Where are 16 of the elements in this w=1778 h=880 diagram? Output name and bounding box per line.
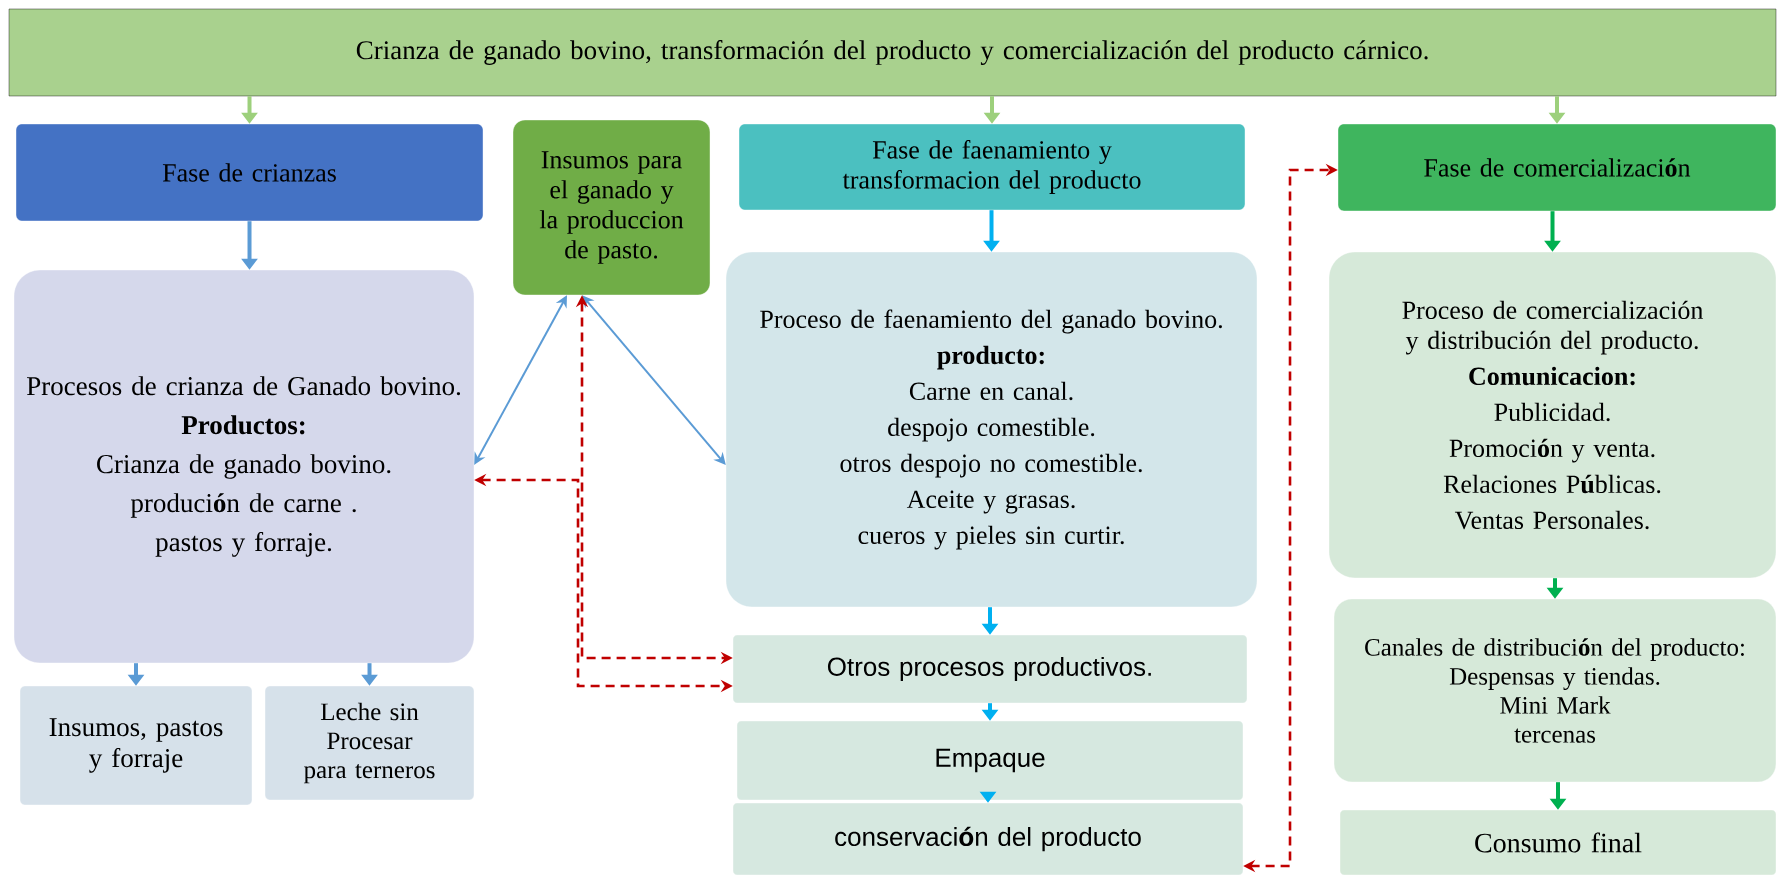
process-box: Consumo final — [1339, 809, 1777, 876]
process-box: Proceso de faenamiento del ganado bovino. producto: Carne en canal. despojo comestible. otros despojo no comestible. Aceite y grasas. cueros y pieles sin curtir. — [725, 251, 1258, 608]
process-box: Otros procesos productivos. — [732, 634, 1248, 704]
process-box: Canales de distribución del producto: Despensas y tiendas. Mini Mark tercenas — [1333, 598, 1777, 783]
phase-box: Fase de crianzas — [15, 123, 484, 222]
phase-box: Fase de faenamiento y transformacion del producto — [738, 123, 1246, 211]
title-banner: Crianza de ganado bovino, transformación del producto y comercialización del producto cárnico. — [8, 8, 1777, 97]
process-box: Proceso de comercialización y distribución del producto. Comunicacion: Publicidad. Promoción y venta. Relaciones Públicas. Ventas Personales. — [1328, 251, 1777, 579]
process-box: conservación del producto — [732, 802, 1244, 876]
process-box: Empaque — [736, 720, 1244, 801]
phase-box: Fase de comercialización — [1337, 123, 1777, 212]
output-box: Insumos, pastos y forraje — [19, 685, 253, 806]
output-box: Leche sin Procesar para terneros — [264, 685, 475, 801]
arrow — [582, 295, 726, 465]
input-box: Insumos para el ganado y la produccion de pasto. — [512, 119, 711, 296]
process-box: Procesos de crianza de Ganado bovino. Productos: Crianza de ganado bovino. produción de carne . pastos y forraje. — [13, 269, 475, 664]
